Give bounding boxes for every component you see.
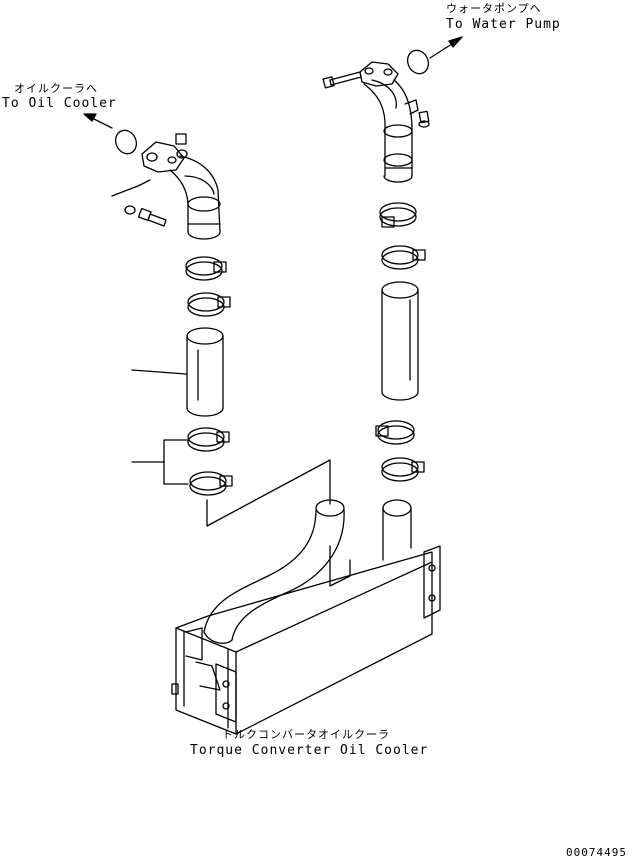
clamp-left-2 (188, 293, 230, 316)
clamp-right-3 (376, 421, 414, 444)
drawing-number: 00074495 (566, 846, 627, 859)
leader-line-hose-left (132, 370, 186, 374)
o-ring-left (112, 127, 140, 157)
clamp-right-4 (382, 458, 424, 481)
clamp-left-4 (190, 472, 232, 495)
o-ring-right (404, 47, 432, 77)
torque-converter-oil-cooler (172, 500, 440, 734)
oil-cooler-elbow (142, 142, 220, 239)
label-oil-cooler-jp: オイルクーラへ (14, 82, 98, 95)
leader-bracket-clamps (132, 440, 188, 484)
clamp-left-3 (188, 428, 229, 451)
leader-line-connect-pipe (207, 460, 330, 526)
washer-and-bolt-oil-cooler (112, 180, 166, 226)
water-pump-elbow (360, 62, 418, 182)
arrow-to-water-pump (430, 37, 462, 58)
bolt-water-pump-flange (323, 72, 361, 88)
clamp-right-1 (380, 203, 416, 227)
hose-left (187, 328, 223, 416)
clamp-right-2 (382, 246, 425, 269)
label-converter-jp: トルクコンバータオイルクーラ (222, 728, 390, 741)
hose-right (382, 282, 418, 400)
plug-water-pump (419, 111, 429, 127)
label-converter-en: Torque Converter Oil Cooler (190, 743, 429, 758)
label-oil-cooler-en: To Oil Cooler (2, 96, 117, 111)
nut-oil-cooler (176, 134, 187, 158)
clamp-left-1 (186, 257, 226, 280)
arrow-to-oil-cooler (84, 114, 112, 128)
label-water-pump-en: To Water Pump (446, 17, 561, 32)
label-water-pump-jp: ウォータポンプへ (446, 2, 542, 15)
